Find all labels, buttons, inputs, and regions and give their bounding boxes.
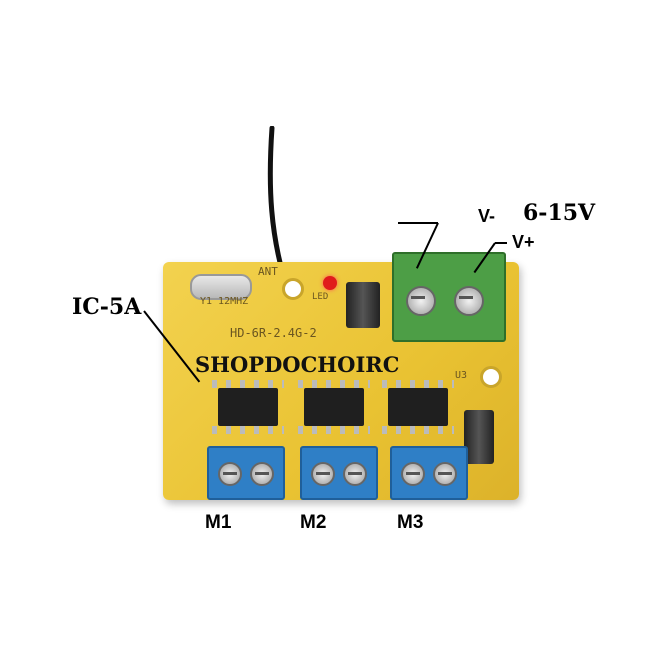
capacitor xyxy=(464,410,494,464)
board-code-label: HD-6R-2.4G-2 xyxy=(230,326,317,340)
m2-label: M2 xyxy=(300,512,327,533)
motor-terminal-m3 xyxy=(390,446,468,500)
motor-driver-ic xyxy=(298,380,370,434)
crystal-oscillator xyxy=(190,274,252,300)
motor-driver-ic xyxy=(212,380,284,434)
m3-label: M3 xyxy=(397,512,424,533)
screw-icon xyxy=(454,286,484,316)
motor-terminal-m1 xyxy=(207,446,285,500)
v-plus-leader-line xyxy=(495,242,507,244)
power-terminal xyxy=(392,252,506,342)
screw-icon xyxy=(433,462,457,486)
led-indicator xyxy=(323,276,337,290)
screw-icon xyxy=(406,286,436,316)
crystal-label: Y1 12MHZ xyxy=(200,296,249,307)
ant-label: ANT xyxy=(258,265,278,278)
v-minus-label: V- xyxy=(478,206,496,226)
m1-label: M1 xyxy=(205,512,232,533)
screw-icon xyxy=(343,462,367,486)
screw-icon xyxy=(218,462,242,486)
voltage-label: 6-15V xyxy=(523,200,596,226)
mounting-hole xyxy=(480,366,502,388)
screw-icon xyxy=(311,462,335,486)
motor-driver-ic xyxy=(382,380,454,434)
led-label: LED xyxy=(312,292,329,302)
v-minus-leader-line xyxy=(398,222,438,224)
watermark: SHOPDOCHOIRC xyxy=(195,352,400,377)
screw-icon xyxy=(401,462,425,486)
motor-terminal-m2 xyxy=(300,446,378,500)
capacitor xyxy=(346,282,380,328)
ic-label: IC-5A xyxy=(72,294,142,320)
v-plus-label: V+ xyxy=(512,232,535,252)
u3-label: U3 xyxy=(455,370,468,381)
mounting-hole xyxy=(282,278,304,300)
screw-icon xyxy=(250,462,274,486)
